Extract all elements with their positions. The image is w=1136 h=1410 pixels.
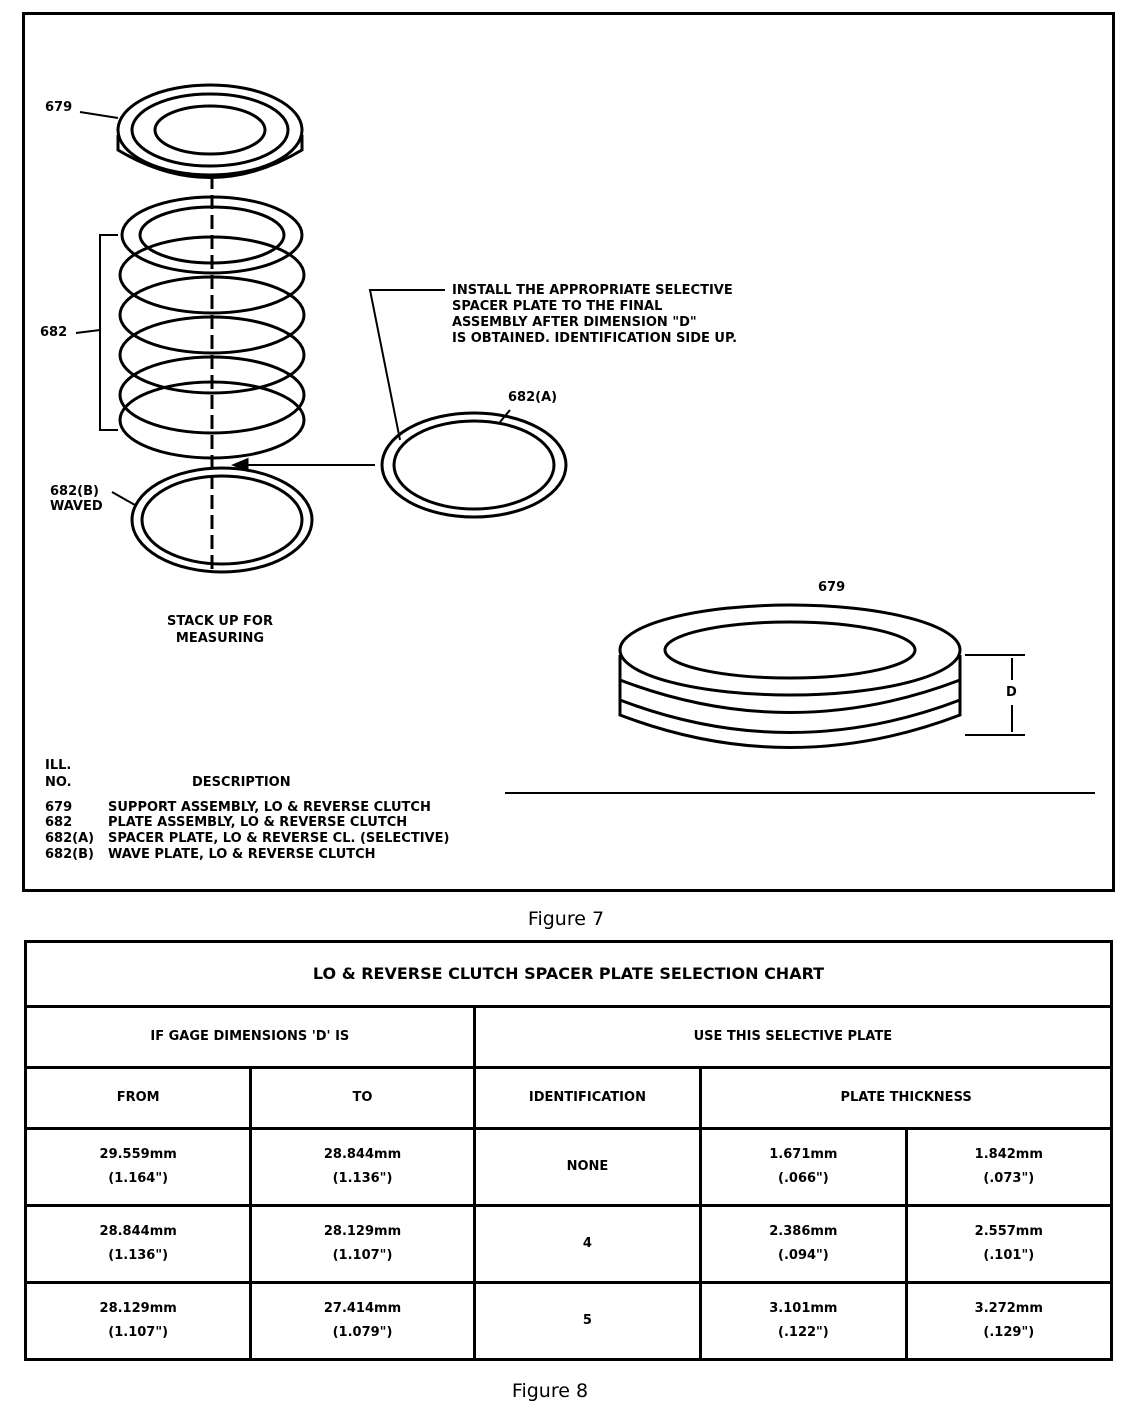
from-in: (1.136") [108,1248,169,1263]
label-682a: 682(A) [508,390,558,405]
group-header-plate: USE THIS SELECTIVE PLATE [472,1005,1114,1069]
from-in: (1.107") [108,1325,169,1340]
thickness-max-mm: 3.272mm [974,1301,1043,1316]
label-682b: 682(B) [50,484,99,499]
identification: NONE [472,1127,703,1207]
label-679: 679 [45,100,73,115]
install-note-3: ASSEMBLY AFTER DIMENSION "D" [452,315,697,330]
identification: 4 [472,1204,703,1284]
col-header-from: FROM [23,1066,253,1130]
from-mm: 29.559mm [99,1147,177,1162]
to-in: (1.107") [332,1248,393,1263]
legend-no: 682(B) [45,847,94,862]
figure-7-frame [22,12,1115,892]
to-in: (1.079") [332,1325,393,1340]
figure-8-caption: Figure 8 [511,1380,589,1402]
figure-7-caption: Figure 7 [527,908,605,930]
plate-stack-drawing [118,195,306,460]
legend-desc: PLATE ASSEMBLY, LO & REVERSE CLUTCH [108,815,408,830]
spacer-plate-selection-chart: LO & REVERSE CLUTCH SPACER PLATE SELECTI… [23,940,1114,1361]
to-mm: 28.129mm [323,1224,402,1239]
clutch-exploded-drawing [75,83,1095,794]
legend-no: 679 [45,800,73,815]
thickness-max-in: (.101") [983,1248,1035,1263]
wave-plate-drawing [130,466,314,574]
col-header-identification: IDENTIFICATION [472,1066,703,1130]
thickness-min-in: (.066") [778,1171,829,1186]
support-assembly-drawing [116,83,304,179]
col-header-thickness: PLATE THICKNESS [699,1066,1113,1130]
legend-header-no: NO. [45,775,72,790]
legend-desc: SUPPORT ASSEMBLY, LO & REVERSE CLUTCH [108,800,431,815]
thickness-max-in: (.129") [983,1325,1035,1340]
thickness-max-mm: 2.557mm [974,1224,1043,1239]
col-header-to: TO [249,1066,476,1130]
to-mm: 27.414mm [323,1301,402,1316]
label-waved: WAVED [50,499,103,514]
thickness-min-mm: 2.386mm [769,1224,838,1239]
label-679-assembled: 679 [818,580,846,595]
label-dimension-d: D [1006,685,1017,700]
thickness-min-in: (.122") [778,1325,829,1340]
legend-header-desc: DESCRIPTION [192,775,291,790]
thickness-max-in: (.073") [983,1171,1035,1186]
table-row: 28.129mm (1.107") 27.414mm (1.079") 5 3.10… [23,1281,1114,1361]
thickness-max-mm: 1.842mm [974,1147,1043,1162]
group-header-gage: IF GAGE DIMENSIONS 'D' IS [24,1005,476,1069]
legend-no: 682 [45,815,73,830]
to-mm: 28.844mm [323,1147,402,1162]
stack-note-2: MEASURING [175,631,265,646]
identification: 5 [472,1281,703,1361]
legend-desc: SPACER PLATE, LO & REVERSE CL. (SELECTIV… [108,831,450,846]
to-in: (1.136") [332,1171,393,1186]
from-in: (1.164") [108,1171,169,1186]
table-row: 29.559mm (1.164") 28.844mm (1.136") NONE 1… [23,1127,1114,1207]
thickness-min-in: (.094") [778,1248,829,1263]
label-682: 682 [40,325,68,340]
spacer-plate-drawing [380,411,568,519]
assembled-stack-drawing [618,603,962,749]
legend-header-ill: ILL. [45,758,72,773]
from-mm: 28.129mm [99,1301,177,1316]
install-note-4: IS OBTAINED. IDENTIFICATION SIDE UP. [452,331,738,346]
chart-title: LO & REVERSE CLUTCH SPACER PLATE SELECTI… [24,940,1113,1008]
install-note-2: SPACER PLATE TO THE FINAL [452,299,663,314]
legend-no: 682(A) [45,831,95,846]
install-note-1: INSTALL THE APPROPRIATE SELECTIVE [452,283,733,298]
legend-desc: WAVE PLATE, LO & REVERSE CLUTCH [108,847,376,862]
from-mm: 28.844mm [99,1224,177,1239]
thickness-min-mm: 1.671mm [769,1147,838,1162]
thickness-min-mm: 3.101mm [769,1301,838,1316]
table-row: 28.844mm (1.136") 28.129mm (1.107") 4 2.38… [23,1204,1114,1284]
stack-note-1: STACK UP FOR [167,614,273,629]
